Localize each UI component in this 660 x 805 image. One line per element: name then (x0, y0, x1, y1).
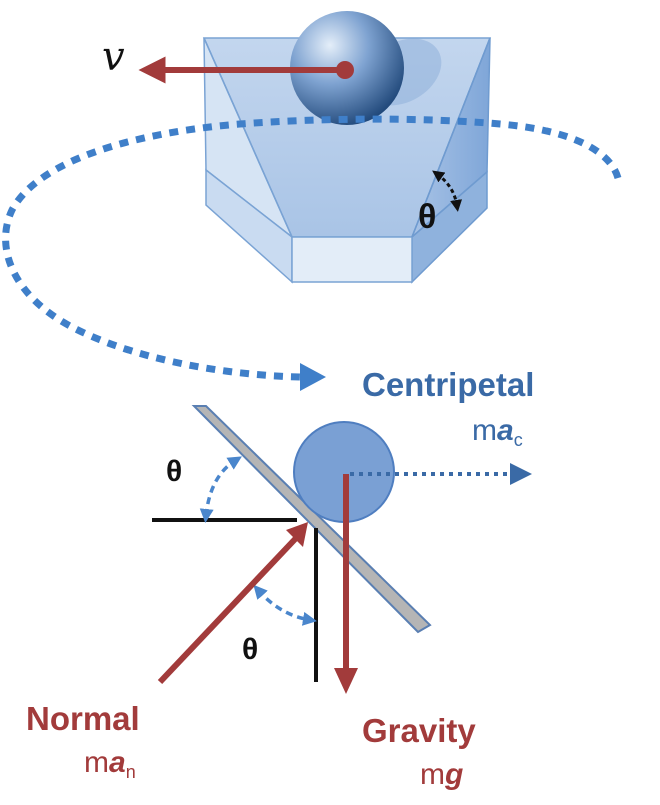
centripetal-a: a (497, 414, 514, 447)
theta-left-label: θ (166, 455, 182, 488)
normal-a: a (109, 746, 126, 779)
velocity-label: v (102, 34, 125, 80)
theta-left-arc (199, 456, 242, 523)
normal-label: Normal (26, 700, 140, 737)
centripetal-arrowhead (510, 463, 532, 485)
gravity-g: g (444, 758, 463, 791)
normal-arrow (157, 533, 301, 685)
velocity-origin-dot (336, 61, 354, 79)
gravity-m: m (420, 758, 445, 791)
theta-top-arc (432, 170, 463, 212)
gravity-arrowhead (334, 668, 358, 694)
centripetal-label: Centripetal (362, 366, 534, 403)
theta-bottom-label: θ (242, 633, 258, 666)
centripetal-formula: mac (472, 414, 523, 450)
gravity-label: Gravity (362, 712, 476, 749)
normal-m: m (84, 746, 109, 779)
orbit-path (2, 115, 622, 381)
normal-sub: n (126, 762, 136, 782)
centripetal-sub: c (514, 430, 523, 450)
normal-arrowhead (286, 522, 308, 547)
theta-top-label: θ (418, 198, 436, 236)
normal-formula: man (84, 746, 136, 782)
theta-bottom-arc (253, 584, 317, 626)
cup-bottom-face (291, 236, 413, 283)
centripetal-m: m (472, 414, 497, 447)
orbit-arrowhead (300, 363, 326, 391)
gravity-formula: mg (420, 758, 463, 791)
